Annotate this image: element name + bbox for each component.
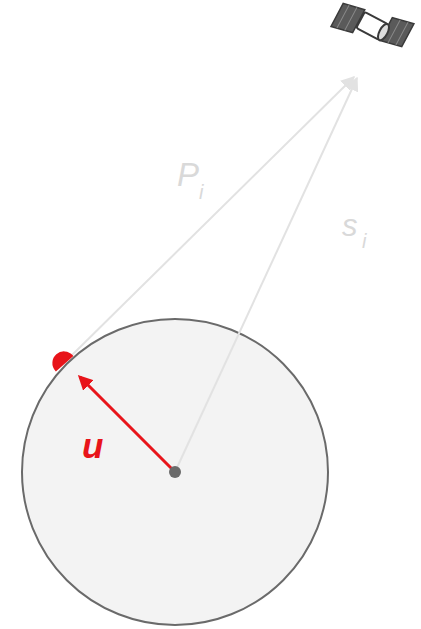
pseudorange-line: [67, 77, 354, 360]
satellite-icon: [331, 0, 414, 60]
earth-center-dot: [169, 466, 181, 478]
user-position-arrow: [80, 377, 175, 472]
subscript-index: i: [199, 182, 203, 202]
receiver-symbol: [53, 352, 72, 370]
pseudorange-symbol: P: [177, 158, 199, 191]
user-position-symbol: u: [82, 428, 103, 463]
satellite-position-symbol: s: [342, 210, 358, 241]
satellite-position-line: [175, 78, 357, 472]
earth-circle: [22, 319, 328, 625]
subscript-index: i: [362, 231, 366, 251]
